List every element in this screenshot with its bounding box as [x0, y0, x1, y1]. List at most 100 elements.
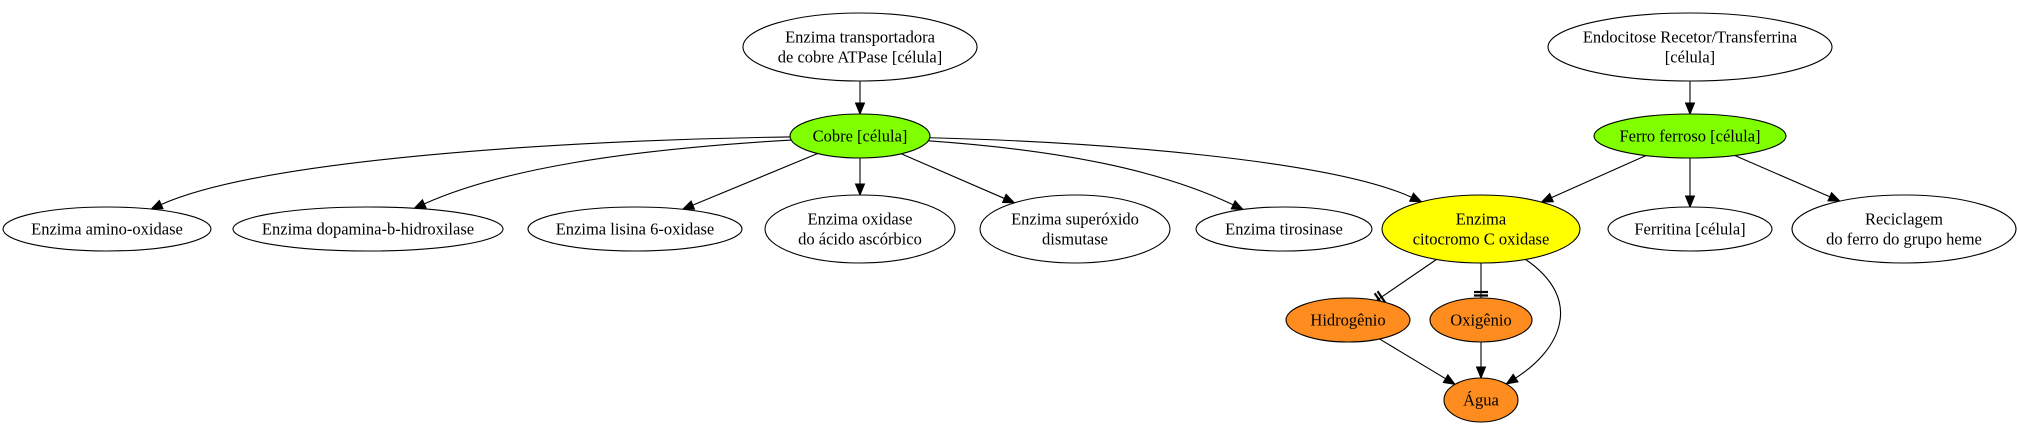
edge-line — [692, 153, 818, 206]
node-label: Enzima dopamina-b-hidroxilase — [262, 220, 474, 239]
node-amino[interactable]: Enzima amino-oxidase — [2, 206, 212, 252]
node-ellipse — [1443, 377, 1519, 423]
node-label: dismutase — [1042, 230, 1108, 249]
node-label: Enzima superóxido — [1011, 210, 1139, 229]
edge-line — [1734, 154, 1830, 198]
edge-line — [160, 136, 791, 206]
node-label: Ferritina [célula] — [1634, 220, 1745, 239]
node-label: Enzima transportadora — [785, 28, 935, 47]
node-label: Água — [1463, 391, 1499, 410]
arrowhead-icon — [1684, 102, 1696, 116]
arrowhead-icon — [1408, 192, 1423, 203]
node-agua[interactable]: Água — [1443, 377, 1519, 423]
edge-line — [1382, 258, 1437, 297]
arrowhead-icon — [1230, 199, 1245, 211]
edge-line — [1379, 338, 1446, 380]
node-label: [célula] — [1665, 48, 1715, 67]
edge-cobre-to-citocromo — [929, 137, 1423, 203]
node-label: do ácido ascórbico — [798, 230, 922, 249]
node-ellipse — [527, 206, 743, 252]
node-label: citocromo C oxidase — [1413, 230, 1550, 249]
node-ferro[interactable]: Ferro ferroso [célula] — [1593, 113, 1787, 159]
edge-atpase-to-cobre — [854, 81, 866, 116]
node-label: Enzima tirosinase — [1225, 220, 1343, 239]
edge-oxi-to-agua — [1475, 342, 1487, 380]
node-ellipse — [1607, 206, 1773, 252]
arrowhead-icon — [1505, 373, 1519, 385]
edge-hidro-to-agua — [1379, 338, 1457, 386]
node-ellipse — [1791, 194, 2017, 264]
arrowhead-icon — [854, 183, 866, 197]
arrowhead-icon — [1475, 366, 1487, 380]
edge-citocromo-to-oxi — [1474, 263, 1488, 298]
edge-line — [900, 153, 1005, 199]
node-lisina[interactable]: Enzima lisina 6-oxidase — [527, 206, 743, 252]
arrowhead-icon — [1442, 373, 1457, 386]
tee-bar-icon — [1376, 290, 1387, 304]
node-dopa[interactable]: Enzima dopamina-b-hidroxilase — [232, 206, 504, 252]
node-ellipse — [742, 12, 978, 82]
edge-cobre-to-tiro — [928, 140, 1245, 211]
node-ellipse — [789, 113, 931, 159]
node-label: Reciclagem — [1865, 210, 1943, 229]
edge-line — [1515, 258, 1562, 379]
edge-line — [424, 139, 792, 205]
arrowhead-icon — [1827, 191, 1842, 202]
arrowhead-icon — [854, 102, 866, 116]
edge-ferro-to-citocromo — [1540, 155, 1647, 203]
edge-line — [1551, 155, 1647, 199]
node-ellipse — [1381, 194, 1581, 264]
node-label: Enzima oxidase — [808, 210, 913, 229]
edge-line — [929, 137, 1412, 198]
node-label: de cobre ATPase [célula] — [778, 48, 942, 67]
node-label: Enzima — [1456, 210, 1507, 229]
arrowhead-icon — [681, 200, 696, 210]
node-ellipse — [232, 206, 504, 252]
edge-line — [928, 140, 1234, 206]
edge-cobre-to-amino — [149, 136, 791, 210]
arrowhead-icon — [1540, 192, 1555, 203]
edge-endo-to-ferro — [1684, 81, 1696, 116]
arrowhead-icon — [1001, 193, 1016, 204]
node-label: Cobre [célula] — [813, 127, 908, 146]
node-ellipse — [1593, 113, 1787, 159]
node-ellipse — [979, 194, 1171, 264]
node-label: Enzima lisina 6-oxidase — [556, 220, 715, 239]
edge-ferro-to-ferritina — [1684, 158, 1696, 209]
arrowhead-icon — [1684, 195, 1696, 209]
node-label: Enzima amino-oxidase — [31, 220, 183, 239]
edge-citocromo-to-hidro — [1373, 258, 1437, 306]
edge-cobre-to-dopa — [413, 139, 792, 209]
node-ellipse — [1429, 297, 1533, 343]
node-ellipse — [764, 194, 956, 264]
node-endo[interactable]: Endocitose Recetor/Transferrina[célula] — [1547, 12, 1833, 82]
node-label: do ferro do grupo heme — [1826, 230, 1982, 249]
arrowhead-icon — [413, 198, 427, 209]
node-label: Ferro ferroso [célula] — [1619, 127, 1760, 146]
node-label: Endocitose Recetor/Transferrina — [1583, 28, 1798, 47]
node-ellipse — [1285, 297, 1411, 343]
node-ellipse — [1195, 206, 1373, 252]
node-ellipse — [2, 206, 212, 252]
node-hidro[interactable]: Hidrogênio — [1285, 297, 1411, 343]
node-ferritina[interactable]: Ferritina [célula] — [1607, 206, 1773, 252]
node-label: Oxigênio — [1450, 311, 1511, 330]
edge-cobre-to-superox — [900, 153, 1016, 204]
node-cobre[interactable]: Cobre [célula] — [789, 113, 931, 159]
node-ellipse — [1547, 12, 1833, 82]
node-oxi[interactable]: Oxigênio — [1429, 297, 1533, 343]
node-label: Hidrogênio — [1310, 311, 1385, 330]
arrowhead-icon — [149, 199, 164, 210]
node-tiro[interactable]: Enzima tirosinase — [1195, 206, 1373, 252]
edge-cobre-to-lisina — [681, 153, 818, 210]
edge-citocromo-to-agua — [1505, 258, 1562, 385]
edge-cobre-to-ascorb — [854, 158, 866, 197]
edge-ferro-to-recicl — [1734, 154, 1842, 202]
